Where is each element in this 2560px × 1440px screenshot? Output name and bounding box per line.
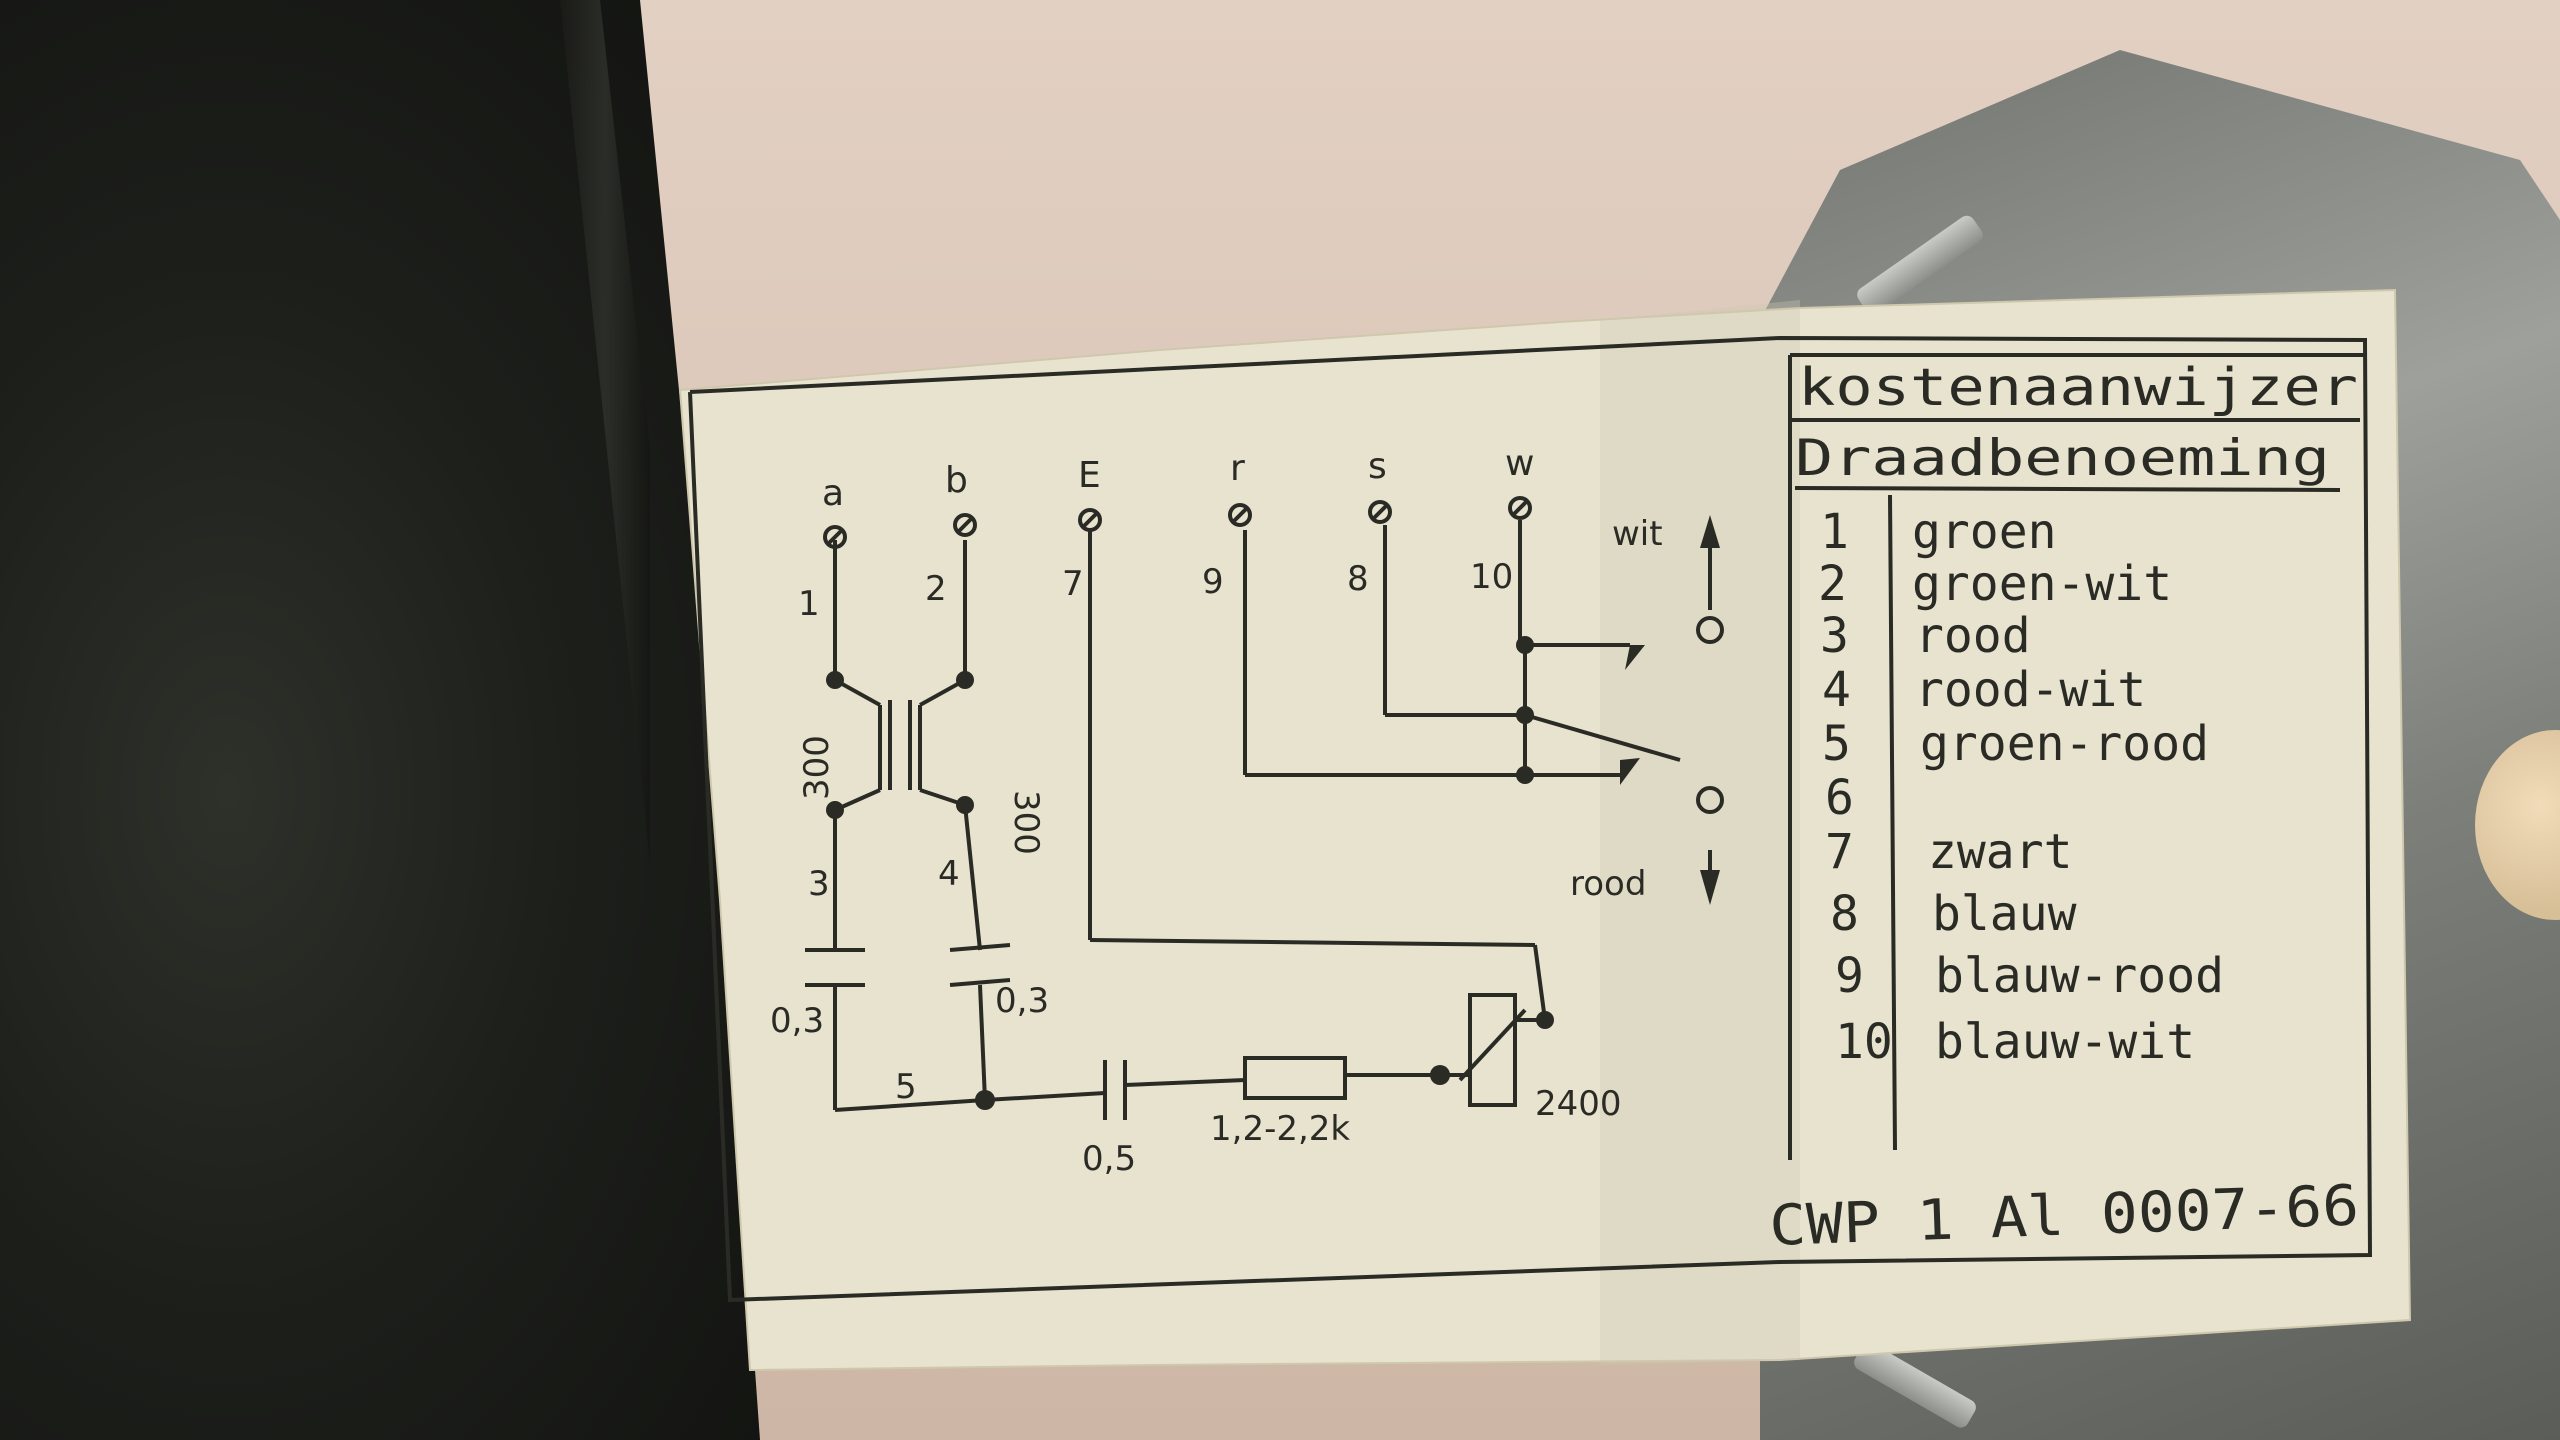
legend-num-7: 7 (1825, 824, 1854, 880)
terminal-number-10: 10 (1470, 557, 1513, 597)
legend-num-4: 4 (1822, 662, 1851, 718)
terminal-letter-s: s (1368, 446, 1387, 487)
terminal-letter-e: E (1078, 455, 1101, 496)
terminal-number-9: 9 (1202, 562, 1224, 602)
legend-table-lines (1788, 353, 2365, 1160)
legend-num-6: 6 (1825, 770, 1854, 826)
legend-name-8: blauw (1932, 886, 2077, 942)
legend-num-3: 3 (1820, 608, 1849, 664)
legend-num-8: 8 (1830, 886, 1859, 942)
legend-name-5: groen-rood (1920, 716, 2209, 772)
legend-num-5: 5 (1822, 716, 1851, 772)
legend-name-2: groen-wit (1912, 556, 2172, 612)
terminal-letter-r: r (1230, 448, 1245, 489)
legend-name-4: rood-wit (1915, 662, 2146, 718)
label-border (688, 335, 2373, 1303)
coil-right-value: 300 (1006, 790, 1046, 855)
legend-rows: 1 groen 2 groen-wit 3 rood 4 rood-wit 5 … (1818, 504, 2224, 1070)
terminal-number-7: 7 (1062, 564, 1084, 604)
resistor-value: 1,2-2,2k (1210, 1109, 1350, 1149)
cap-right-value: 0,3 (995, 981, 1049, 1021)
terminal-number-8: 8 (1347, 559, 1369, 599)
legend-num-2: 2 (1818, 556, 1847, 612)
contact-circles (1696, 616, 1724, 814)
legend-num-1: 1 (1820, 504, 1849, 560)
legend-name-9: blauw-rood (1935, 948, 2224, 1004)
paper-shadow (1600, 300, 1800, 1365)
node-label-5: 5 (895, 1067, 917, 1107)
node-label-3: 3 (808, 864, 830, 904)
arrowheads (1620, 515, 1720, 905)
node-label-4: 4 (938, 854, 960, 894)
legend-name-10: blauw-wit (1935, 1014, 2195, 1070)
terminal-number-2: 2 (925, 569, 947, 609)
terminal-letter-a: a (822, 473, 844, 514)
cap-left-value: 0,3 (770, 1001, 824, 1041)
legend-header-draadbenoeming: Draadbenoeming (1795, 429, 2330, 487)
legend-name-1: groen (1912, 504, 2057, 560)
wit-label: wit (1612, 514, 1663, 554)
terminal-screws (823, 496, 1532, 549)
circuit-lines (805, 520, 1712, 1120)
paper-label (678, 288, 2412, 1372)
terminal-number-1: 1 (798, 584, 820, 624)
legend-header-kostenaanwijzer: kostenaanwijzer (1798, 358, 2358, 418)
junction-dots (826, 636, 1554, 1110)
leather-case (0, 0, 760, 1440)
legend-num-9: 9 (1835, 948, 1864, 1004)
legend-num-10: 10 (1835, 1014, 1893, 1070)
legend-name-7: zwart (1928, 824, 2073, 880)
rood-label: rood (1570, 864, 1646, 904)
terminal-letter-w: w (1505, 443, 1534, 484)
pot-value: 2400 (1535, 1084, 1622, 1124)
terminal-letter-b: b (945, 460, 968, 501)
legend-name-3: rood (1915, 608, 2031, 664)
cap-series-value: 0,5 (1082, 1139, 1136, 1179)
coil-left-value: 300 (797, 735, 837, 800)
